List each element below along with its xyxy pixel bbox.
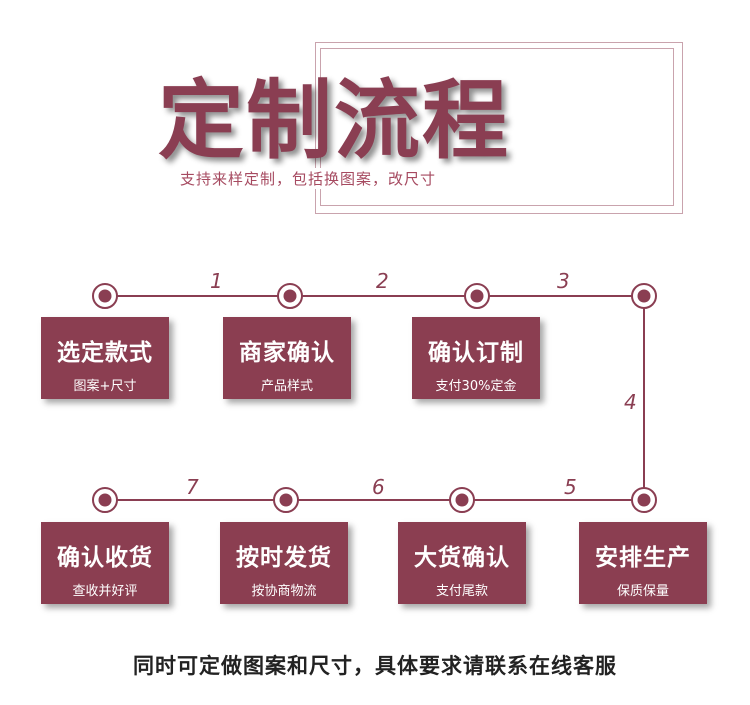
step-number-4: 4 [624, 390, 637, 414]
step-card-subtitle: 支付30%定金 [435, 379, 517, 394]
step-card-title: 确认订制 [428, 340, 524, 366]
page-subtitle: 支持来样定制，包括换图案，改尺寸 [176, 168, 441, 189]
step-card-subtitle: 产品样式 [260, 379, 313, 394]
step-card-confirm-receipt: 确认收货 查收并好评 [41, 522, 169, 604]
page-title: 定制流程 [158, 71, 510, 171]
step-card-on-time-shipping: 按时发货 按协商物流 [220, 522, 348, 604]
step-number-1: 1 [210, 269, 223, 293]
step-number-5: 5 [564, 475, 577, 499]
step-card-select-style: 选定款式 图案+尺寸 [41, 317, 169, 399]
step-number-6: 6 [372, 475, 385, 499]
step-card-title: 按时发货 [236, 545, 332, 571]
step-card-subtitle: 支付尾款 [435, 584, 488, 599]
decorative-frame-inner [320, 48, 674, 206]
step-card-title: 安排生产 [595, 545, 691, 571]
footer-note: 同时可定做图案和尺寸，具体要求请联系在线客服 [133, 654, 617, 678]
node-4 [631, 283, 657, 309]
step-number-7: 7 [186, 475, 199, 499]
node-3 [464, 283, 490, 309]
node-1 [92, 283, 118, 309]
step-number-2: 2 [376, 269, 389, 293]
step-card-confirm-order: 确认订制 支付30%定金 [412, 317, 540, 399]
node-8 [92, 487, 118, 513]
step-card-subtitle: 图案+尺寸 [73, 379, 137, 394]
step-card-merchant-confirm: 商家确认 产品样式 [223, 317, 351, 399]
step-card-title: 大货确认 [414, 545, 510, 571]
step-number-3: 3 [557, 269, 570, 293]
step-card-title: 选定款式 [57, 340, 153, 366]
node-6 [449, 487, 475, 513]
step-card-bulk-confirm: 大货确认 支付尾款 [398, 522, 526, 604]
step-card-subtitle: 查收并好评 [72, 584, 138, 599]
step-card-arrange-production: 安排生产 保质保量 [579, 522, 707, 604]
node-5 [631, 487, 657, 513]
step-card-title: 商家确认 [239, 340, 335, 366]
decorative-frame-outer [315, 42, 683, 214]
step-card-subtitle: 保质保量 [616, 584, 669, 599]
step-card-subtitle: 按协商物流 [251, 584, 317, 599]
node-2 [277, 283, 303, 309]
step-card-title: 确认收货 [57, 545, 153, 571]
node-7 [273, 487, 299, 513]
